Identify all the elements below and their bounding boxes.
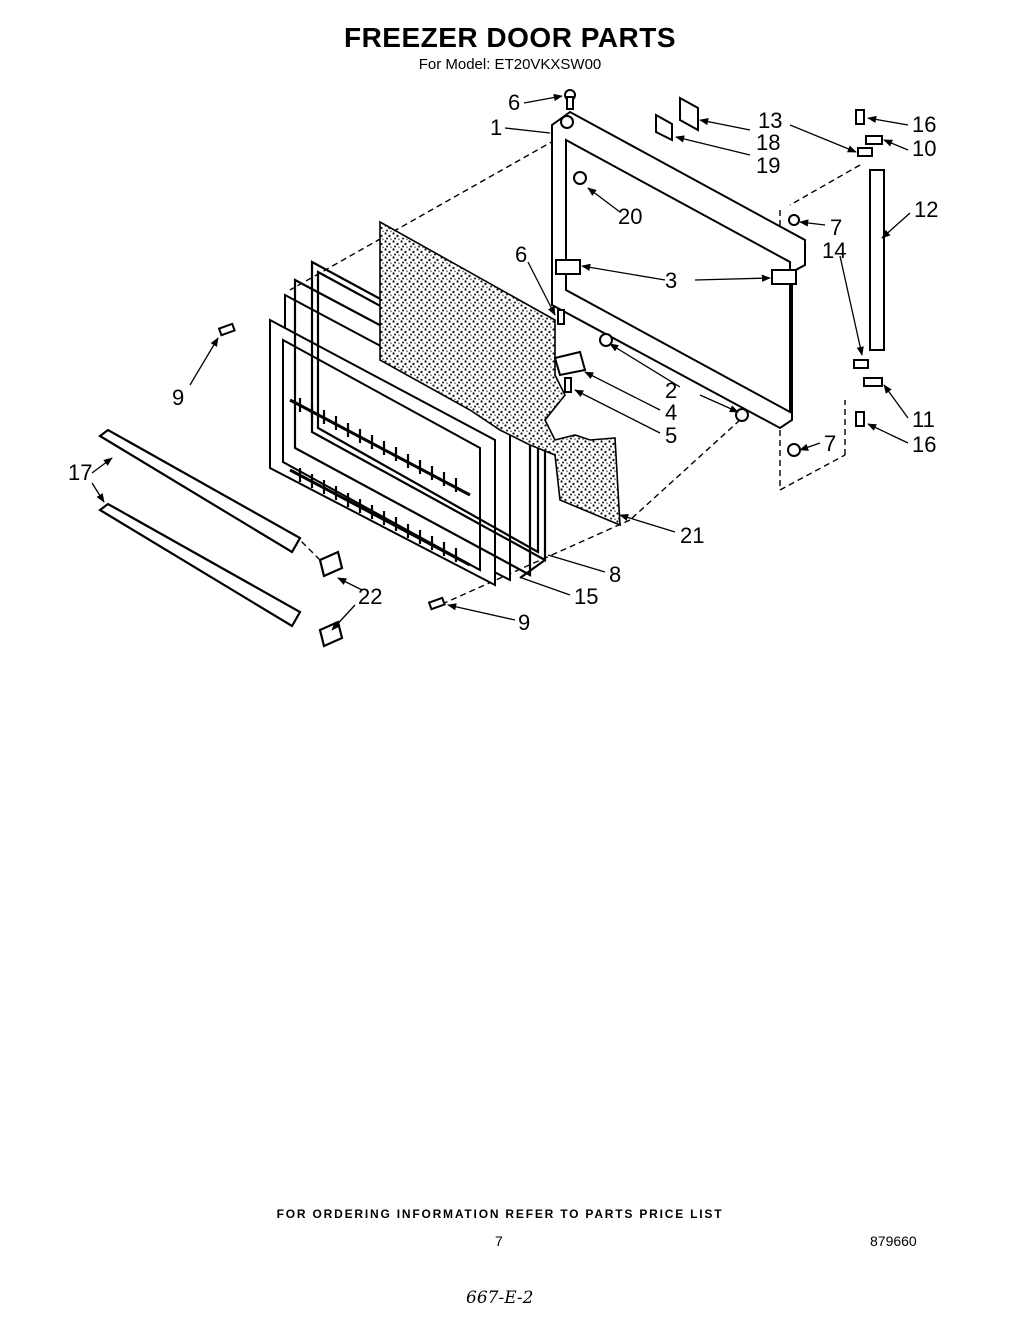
callout-19: 19 [756,153,780,178]
brackets-18-19 [655,96,699,142]
callout-12: 12 [914,197,938,222]
callout-7-top: 7 [830,215,842,240]
page-number: 7 [495,1233,503,1249]
callout-7-bottom: 7 [824,431,836,456]
callout-17: 17 [68,460,92,485]
callout-14: 14 [822,238,846,263]
callout-2: 2 [665,378,677,403]
callout-11: 11 [912,407,935,432]
callout-labels: 1 2 3 4 5 6 6 7 7 8 9 9 10 11 12 13 14 1… [68,90,938,635]
model-subtitle: For Model: ET20VKXSW00 [418,56,602,73]
callout-18: 18 [756,130,780,155]
callout-8: 8 [609,562,621,587]
insulation-foam [379,220,621,527]
callout-16-bottom: 16 [912,432,936,457]
page-title: FREEZER DOOR PARTS [343,22,677,53]
callout-9-left: 9 [172,385,184,410]
callout-16-top: 16 [912,112,936,137]
callout-10: 10 [912,136,936,161]
handle-strips [98,428,344,648]
ordering-note: FOR ORDERING INFORMATION REFER TO PARTS … [276,1207,724,1221]
callout-9-bottom: 9 [518,610,530,635]
outer-door-panel [551,89,806,457]
callout-22: 22 [358,584,382,609]
callout-4: 4 [665,400,677,425]
handwritten-code: 667-E-2 [466,1288,534,1308]
callout-6-top: 6 [508,90,520,115]
callout-5: 5 [665,423,677,448]
callout-15: 15 [574,584,598,609]
callout-13: 13 [758,108,782,133]
screws-9 [217,322,446,611]
callout-3: 3 [665,268,677,293]
hinge-assembly [553,109,885,427]
callout-20: 20 [618,204,642,229]
callout-1: 1 [490,115,502,140]
document-number: 879660 [870,1233,917,1249]
callout-6-mid: 6 [515,242,527,267]
callout-21: 21 [680,523,704,548]
